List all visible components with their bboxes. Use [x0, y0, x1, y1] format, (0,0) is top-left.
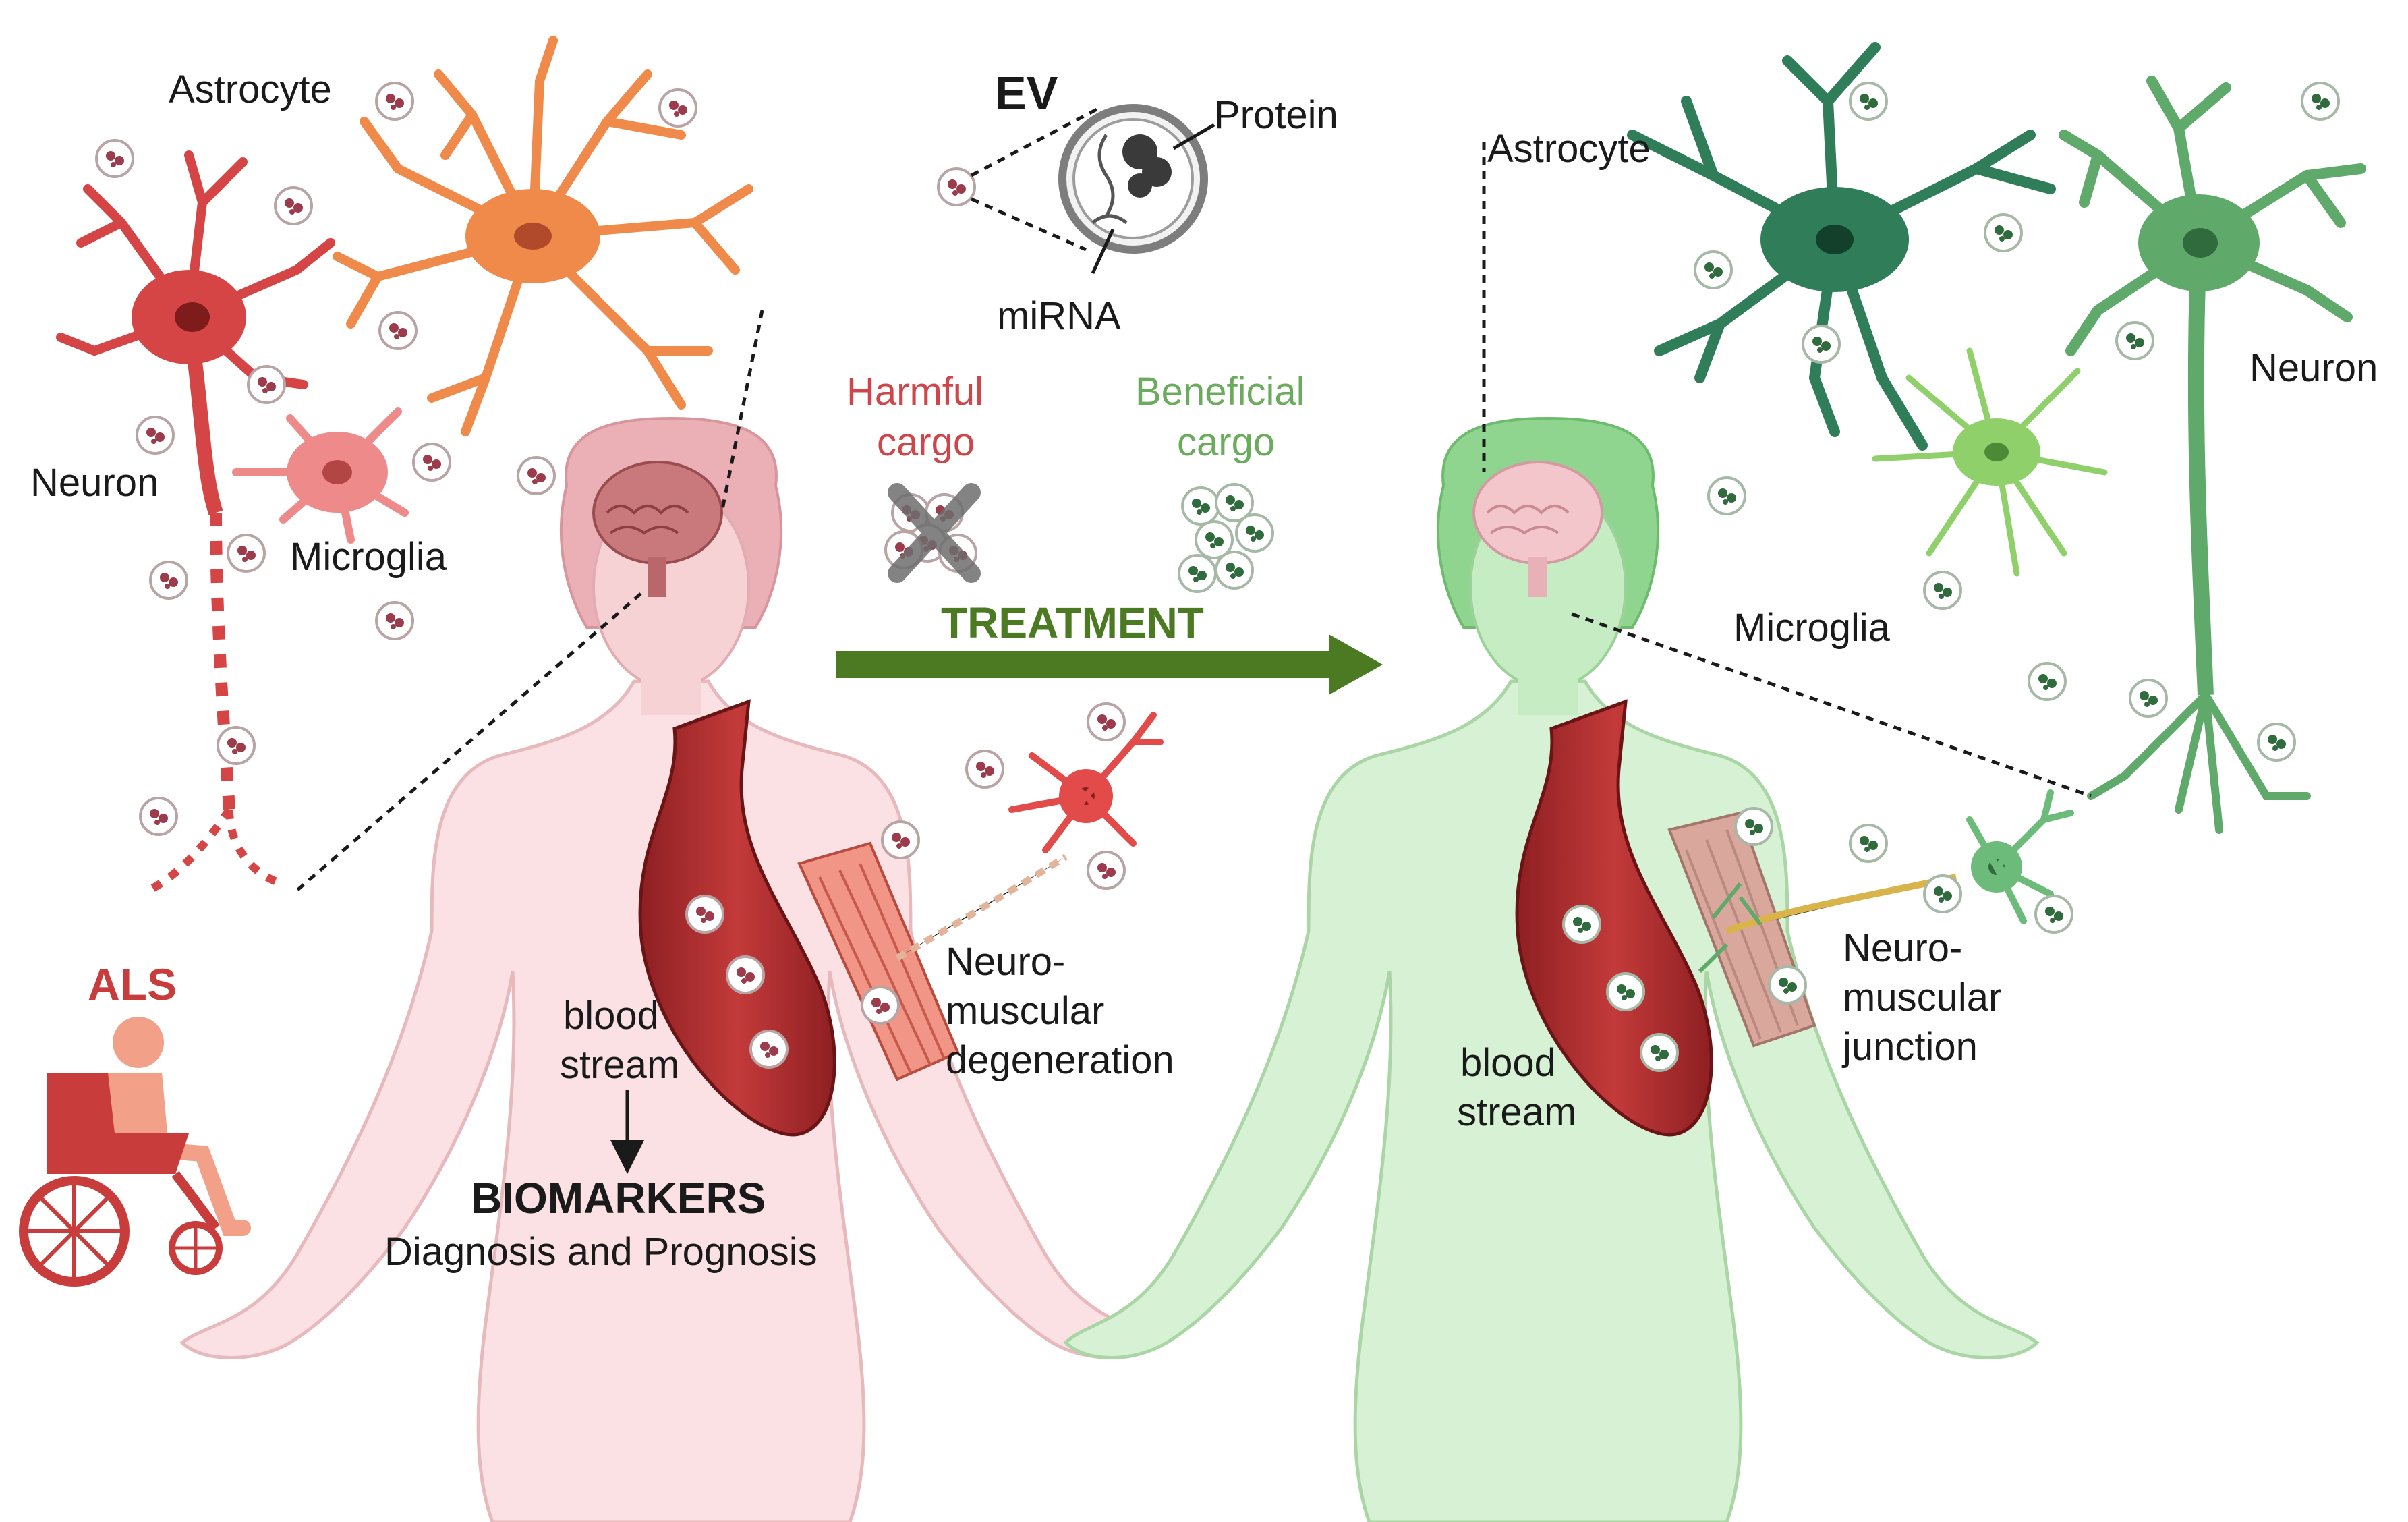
- nmj-line3: junction: [1841, 1025, 1978, 1069]
- left-zoom-line-bottom: [295, 592, 642, 892]
- wheelchair-icon: [19, 1017, 251, 1287]
- mirna-label: miRNA: [997, 294, 1121, 338]
- diagnosis-label: Diagnosis and Prognosis: [384, 1230, 818, 1274]
- nmj-line1: Neuro-: [1843, 926, 1962, 970]
- biomarkers-label: BIOMARKERS: [471, 1174, 766, 1222]
- left-panel: Astrocyte Neuron Microglia ALS blood str…: [19, 36, 1174, 1522]
- left-microglia-label: Microglia: [290, 535, 447, 579]
- nm-degeneration-line2: muscular: [946, 989, 1104, 1033]
- beneficial-cargo-cluster: [1178, 483, 1274, 593]
- beneficial-cargo-line2: cargo: [1177, 420, 1275, 464]
- right-neuron: [2059, 76, 2366, 834]
- nm-degeneration-line1: Neuro-: [946, 940, 1065, 984]
- right-muscle-junction: [1667, 807, 1957, 1048]
- harmful-cargo-cluster: [884, 483, 981, 583]
- nmj-line2: muscular: [1843, 976, 2001, 1019]
- harmful-cargo-line2: cargo: [877, 420, 975, 464]
- right-blood-stream-line2: stream: [1457, 1090, 1576, 1134]
- left-small-neuron: [965, 702, 1164, 890]
- harmful-cargo-line1: Harmful: [847, 370, 983, 414]
- left-muscle-degeneration: [797, 820, 1068, 1081]
- left-astrocyte: [333, 36, 753, 436]
- right-microglia-label: Microglia: [1733, 606, 1891, 650]
- right-blood-stream-line1: blood: [1460, 1041, 1556, 1085]
- left-zoom-line-top: [720, 310, 764, 513]
- left-blood-stream-line1: blood: [563, 994, 659, 1038]
- treatment-arrow: [836, 634, 1383, 695]
- left-astrocyte-label: Astrocyte: [169, 67, 332, 111]
- right-astrocyte-label: Astrocyte: [1487, 127, 1651, 171]
- left-neuron-label: Neuron: [30, 461, 159, 505]
- right-small-neuron: [1849, 789, 2074, 934]
- beneficial-cargo-line1: Beneficial: [1135, 370, 1305, 414]
- protein-label: Protein: [1214, 93, 1338, 137]
- right-microglia: [1872, 347, 2108, 577]
- center-panel: EV Protein miRNA Harmful cargo Beneficia…: [836, 67, 1383, 695]
- left-body-figure: [179, 416, 1163, 1522]
- right-neuron-label: Neuron: [2249, 346, 2378, 390]
- right-blood-vessel: [1515, 699, 1713, 1137]
- ev-title: EV: [995, 67, 1058, 119]
- nm-degeneration-line3: degeneration: [946, 1038, 1174, 1082]
- right-body-figure: [1063, 416, 2040, 1522]
- als-label: ALS: [88, 959, 177, 1009]
- left-blood-stream-line2: stream: [560, 1043, 679, 1087]
- right-panel: Astrocyte Neuron Microglia blood stream …: [1063, 42, 2378, 1522]
- right-astrocyte: [1627, 42, 2056, 451]
- left-blood-vessel: [638, 699, 836, 1137]
- right-zoom-line-bottom: [1571, 612, 2092, 798]
- treatment-label: TREATMENT: [941, 598, 1204, 647]
- ev-zoom-icon: [937, 104, 1215, 275]
- left-microglia: [232, 407, 409, 544]
- left-neuron: [56, 150, 335, 895]
